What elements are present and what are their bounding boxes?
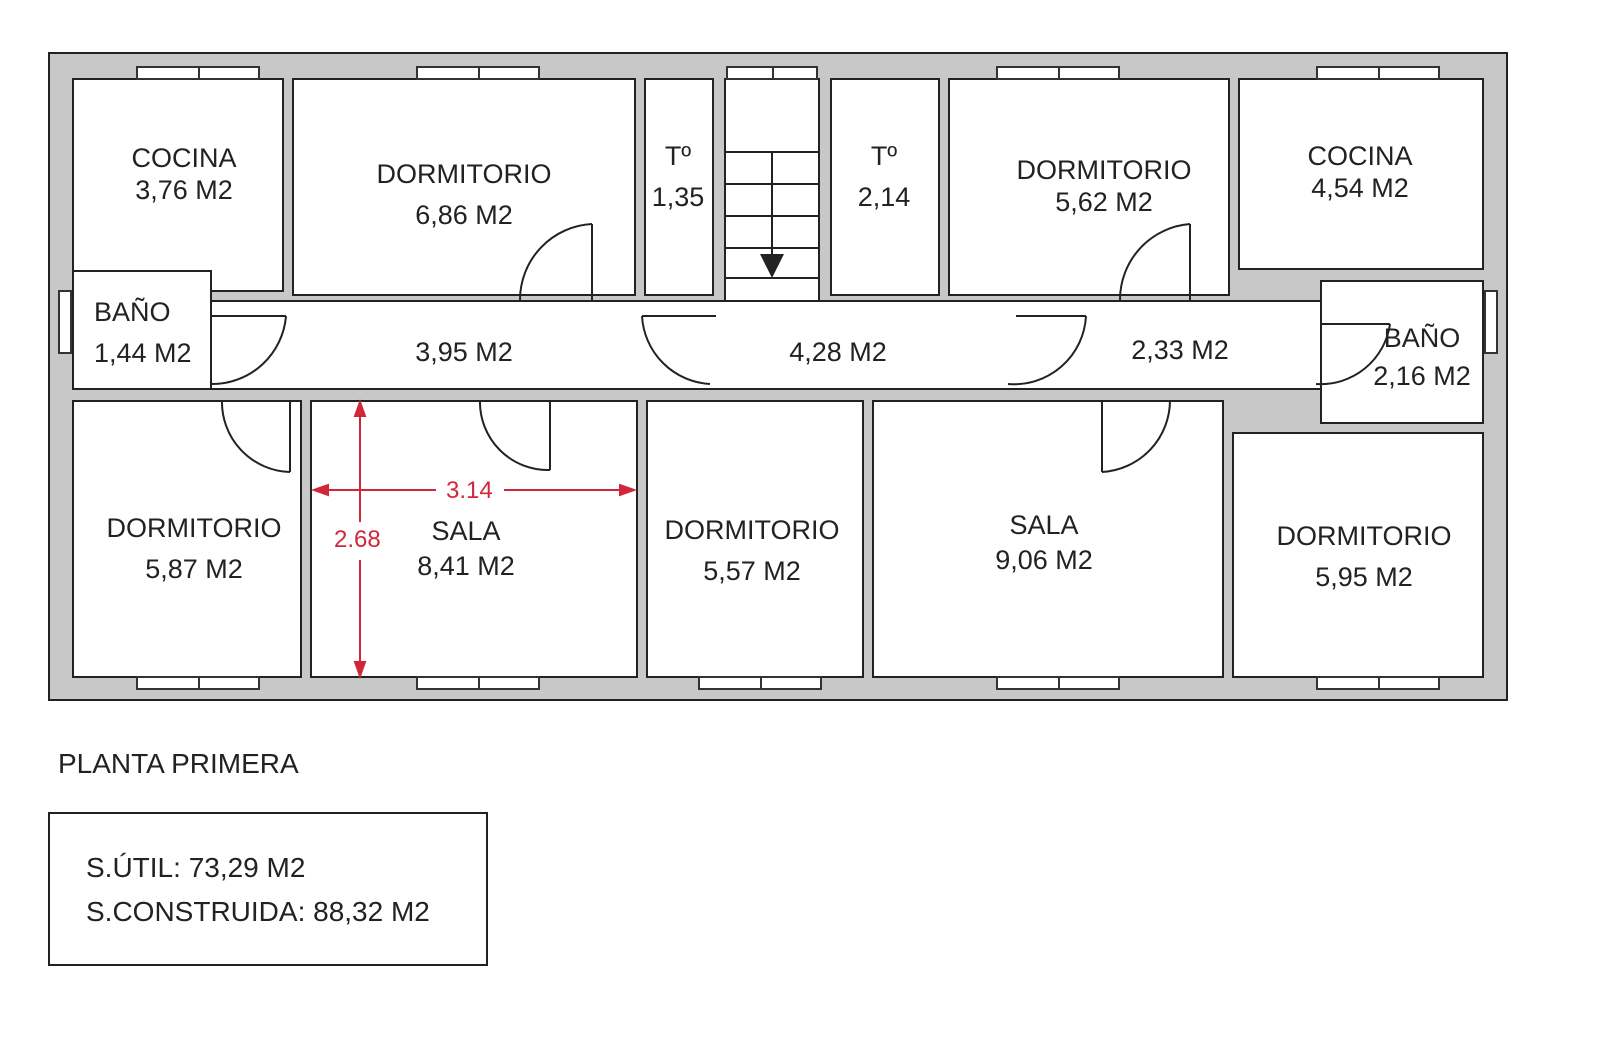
room-dormitorio-top-left bbox=[292, 78, 636, 296]
window bbox=[698, 676, 822, 690]
plan-title: PLANTA PRIMERA bbox=[58, 748, 299, 779]
room-trastero-right bbox=[830, 78, 940, 296]
corridor-area: 2,33 M2 bbox=[1131, 335, 1229, 365]
room-bano-left bbox=[72, 270, 212, 390]
room-trastero-left bbox=[644, 78, 714, 296]
window bbox=[726, 66, 818, 80]
room-cocina-left bbox=[72, 78, 284, 292]
window bbox=[136, 66, 260, 80]
window bbox=[416, 676, 540, 690]
built-area: S.CONSTRUIDA: 88,32 M2 bbox=[86, 896, 430, 927]
room-sala-left bbox=[310, 400, 638, 678]
room-sala-right bbox=[872, 400, 1224, 678]
plan-linework bbox=[211, 151, 1391, 679]
corridor-area: 4,28 M2 bbox=[789, 337, 887, 367]
area-summary-box: S.ÚTIL: 73,29 M2 S.CONSTRUIDA: 88,32 M2 bbox=[48, 812, 488, 966]
window bbox=[58, 290, 72, 354]
window bbox=[996, 676, 1120, 690]
window bbox=[1316, 676, 1440, 690]
room-dormitorio-bottom-mid bbox=[646, 400, 864, 678]
room-dormitorio-top-right bbox=[948, 78, 1230, 296]
corridor-area: 3,95 M2 bbox=[415, 337, 513, 367]
window bbox=[1316, 66, 1440, 80]
dimension-height: 2.68 bbox=[334, 526, 381, 553]
window bbox=[1484, 290, 1498, 354]
dimension-width: 3.14 bbox=[446, 477, 493, 504]
window bbox=[416, 66, 540, 80]
useful-area: S.ÚTIL: 73,29 M2 bbox=[86, 852, 306, 883]
room-cocina-right bbox=[1238, 78, 1484, 270]
stair-down-arrow-icon bbox=[760, 254, 784, 278]
window bbox=[136, 676, 260, 690]
room-dormitorio-bottom-right bbox=[1232, 432, 1484, 678]
corridor bbox=[72, 300, 1484, 390]
window bbox=[996, 66, 1120, 80]
room-bano-right bbox=[1320, 280, 1484, 424]
